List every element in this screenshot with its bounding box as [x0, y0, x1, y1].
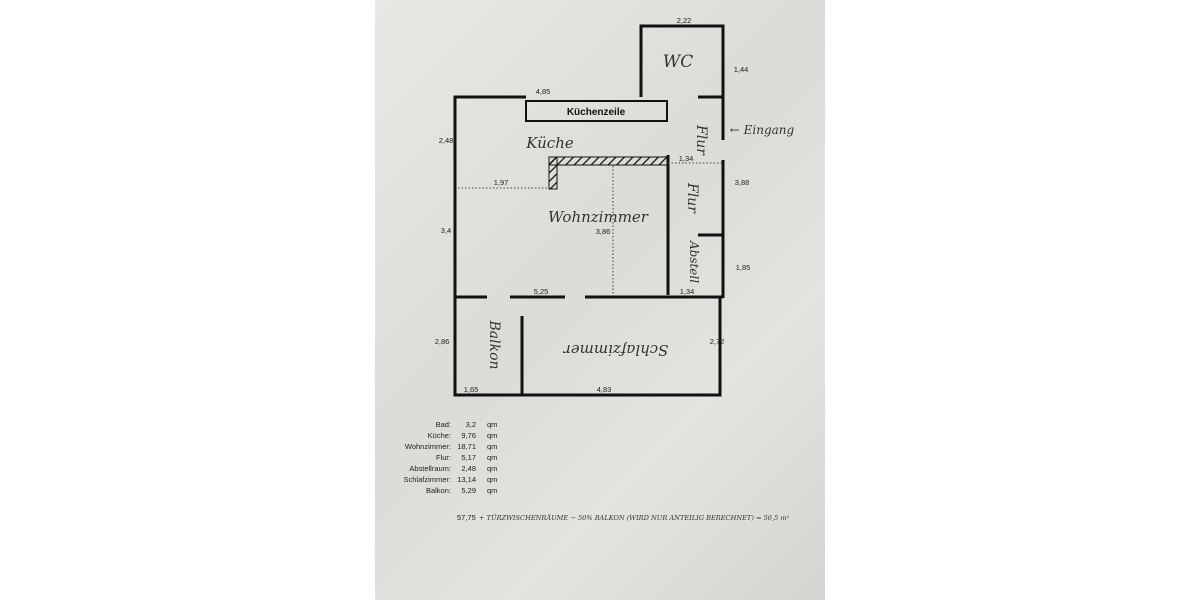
dim-bedroom-width: 4,83	[597, 385, 612, 394]
dim-living-height-left: 3,4	[441, 226, 451, 235]
area-value-4: 2,48	[461, 464, 476, 473]
wall-outer-left	[453, 95, 722, 397]
bedroom-label: Schlafzimmer	[563, 341, 669, 359]
dim-kitchen-inner: 1,97	[494, 178, 509, 187]
wc-label: WC	[663, 52, 693, 72]
walls	[453, 24, 725, 397]
area-value-5: 13,14	[457, 475, 476, 484]
balcony-label: Balkon	[486, 319, 502, 369]
dim-hall-width-top: 1,34	[679, 154, 694, 163]
area-unit-3: qm	[487, 453, 497, 462]
kitchen-label: Küche	[525, 134, 574, 152]
living-label: Wohnzimmer	[548, 208, 649, 226]
kitchenette-counter	[525, 100, 668, 122]
dotted-lines	[458, 162, 722, 295]
area-unit-0: qm	[487, 420, 497, 429]
area-value-0: 3,2	[466, 420, 476, 429]
dim-bedroom-height: 2,72	[710, 337, 725, 346]
dim-balcony-height: 2,86	[435, 337, 450, 346]
area-unit-6: qm	[487, 486, 497, 495]
area-total: 57,75	[457, 513, 476, 522]
dim-storage-bottom: 1,34	[680, 287, 695, 296]
wall-wc	[639, 24, 725, 97]
kitchenette-label: Küchenzeile	[567, 107, 626, 118]
dim-storage-height: 1,85	[736, 263, 751, 272]
dim-wc-width: 2,22	[677, 16, 692, 25]
hall-upper-label: Flur	[693, 124, 709, 156]
kitchen-bar	[548, 156, 668, 190]
hall-lower-label: Flur	[684, 182, 700, 214]
dim-wc-height: 1,44	[734, 65, 749, 74]
area-room-3: Flur:	[436, 453, 451, 462]
storage-label: Abstell	[687, 240, 701, 283]
area-unit-1: qm	[487, 431, 497, 440]
area-unit-2: qm	[487, 442, 497, 451]
area-unit-4: qm	[487, 464, 497, 473]
area-unit-5: qm	[487, 475, 497, 484]
area-value-6: 5,29	[461, 486, 476, 495]
area-room-6: Balkon:	[426, 486, 451, 495]
dim-living-bottom: 5,25	[534, 287, 549, 296]
calculation-note: + TÜRZWISCHENRÄUME − 50% BALKON (WIRD NU…	[479, 513, 790, 522]
area-room-5: Schlafzimmer:	[403, 475, 451, 484]
area-value-3: 5,17	[461, 453, 476, 462]
area-room-1: Küche:	[428, 431, 451, 440]
area-table: Bad: 3,2 qm Küche: 9,76 qm Wohnzimmer: 1…	[403, 420, 497, 495]
area-room-0: Bad:	[436, 420, 451, 429]
area-value-1: 9,76	[461, 431, 476, 440]
dim-kitchen-width: 4,85	[536, 87, 551, 96]
area-value-2: 18,71	[457, 442, 476, 451]
dim-hall-height: 3,88	[735, 178, 750, 187]
area-room-4: Abstellraum:	[409, 464, 451, 473]
dim-kitchen-height: 2,48	[439, 136, 454, 145]
entrance-label: ← Eingang	[730, 123, 795, 137]
area-room-2: Wohnzimmer:	[405, 442, 451, 451]
dim-balcony-width: 1,65	[464, 385, 479, 394]
dim-living-height-inner: 3,86	[596, 227, 611, 236]
